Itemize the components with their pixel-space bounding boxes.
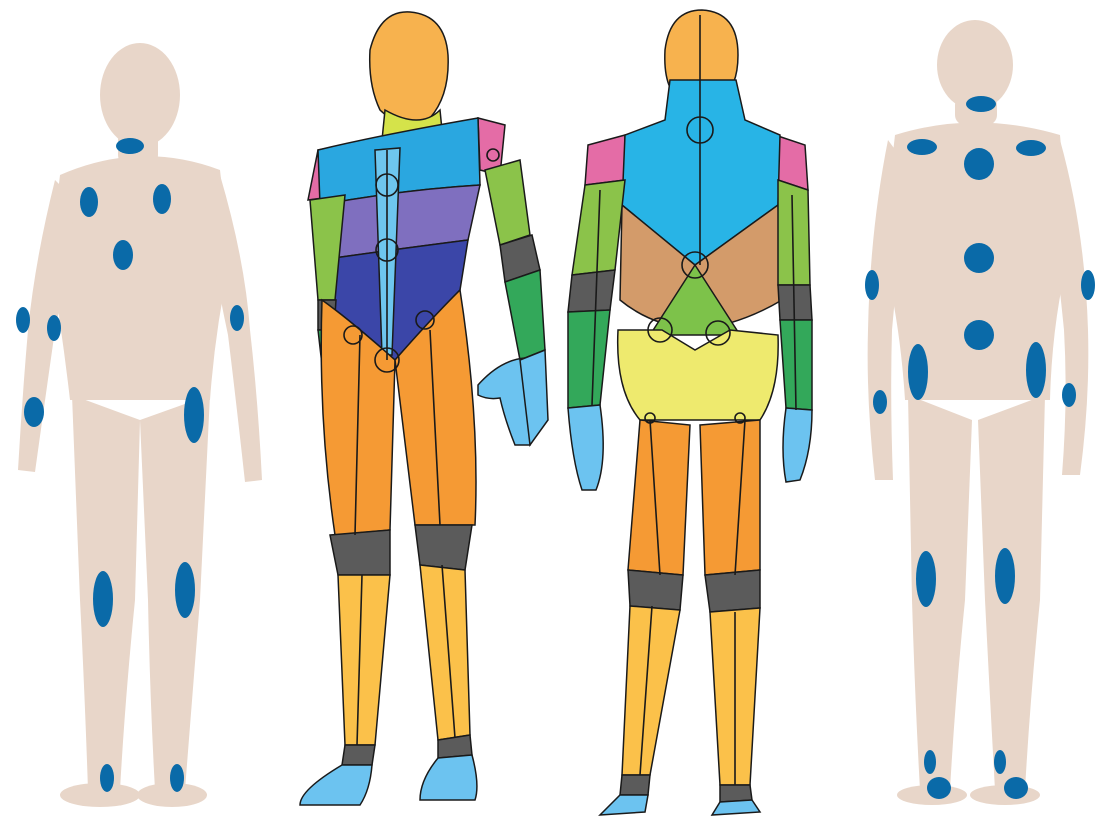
front-forearm-left (505, 270, 545, 360)
back-foot-left (712, 800, 760, 815)
sensor-thigh-left (175, 562, 195, 618)
sensor-neck-back (966, 96, 996, 112)
sensor-neck (116, 138, 144, 154)
front-ankle-right (342, 745, 375, 765)
sensor-upper-arm-left (230, 305, 244, 331)
back-ankle-right (620, 775, 650, 795)
back-segmented-figure (568, 10, 812, 815)
sensor-wrist-back-left (1062, 383, 1076, 407)
sensor-lower-back (964, 320, 994, 350)
front-sensor-figure (16, 43, 262, 807)
back-hand-left (783, 408, 812, 482)
front-ankle-left (438, 735, 472, 758)
sensor-ankle-back-right (924, 750, 936, 774)
sensor-thigh-back-left (995, 548, 1015, 604)
sensor-chest-left (80, 187, 98, 217)
sensor-wrist-back-right (873, 390, 887, 414)
sensor-upper-back (964, 148, 994, 180)
back-forearm-right (568, 310, 610, 408)
front-foot-right (300, 765, 372, 805)
front-shin-right (338, 575, 390, 745)
back-knee-left (705, 570, 760, 612)
sensor-mid-back (964, 243, 994, 273)
sensor-thigh-right (93, 571, 113, 627)
front-knee-left (415, 525, 472, 570)
front-foot-left (420, 755, 477, 800)
front-body-silhouette (18, 43, 262, 807)
sensor-ankle-left (170, 764, 184, 792)
sensor-upper-arm-right-b (47, 315, 61, 341)
back-foot-right (600, 795, 648, 815)
sensor-heel-back-right (927, 777, 951, 799)
front-knee-right (330, 530, 390, 575)
sensor-wrist-right (24, 397, 44, 427)
front-upper-arm-left (485, 160, 530, 245)
sensor-thigh-back-right (916, 551, 936, 607)
sensor-upper-arm-back-right (865, 270, 879, 300)
back-knee-right (628, 570, 683, 610)
sensor-hip-left (184, 387, 204, 443)
back-thigh-left (700, 420, 760, 575)
front-head (370, 12, 448, 123)
sensor-upper-arm-right-a (16, 307, 30, 333)
sensor-ankle-right (100, 764, 114, 792)
front-shin-left (420, 565, 470, 740)
front-segmented-figure (300, 12, 548, 805)
back-elbow-right (568, 270, 615, 312)
sensor-ankle-back-left (994, 750, 1006, 774)
sensor-shoulder-back-left (1016, 140, 1046, 156)
sensor-heel-back-left (1004, 777, 1028, 799)
sensor-hip-back-right (908, 344, 928, 400)
back-hand-right (568, 405, 603, 490)
sensor-chest-right (153, 184, 171, 214)
sensor-shoulder-back-right (907, 139, 937, 155)
back-shoulder-right (585, 135, 625, 185)
sensor-hip-back-left (1026, 342, 1046, 398)
back-ankle-left (720, 785, 752, 802)
sensor-sternum (113, 240, 133, 270)
back-sensor-figure (865, 20, 1095, 805)
back-buttocks (618, 330, 779, 420)
sensor-upper-arm-back-left (1081, 270, 1095, 300)
back-body-silhouette (868, 20, 1089, 805)
